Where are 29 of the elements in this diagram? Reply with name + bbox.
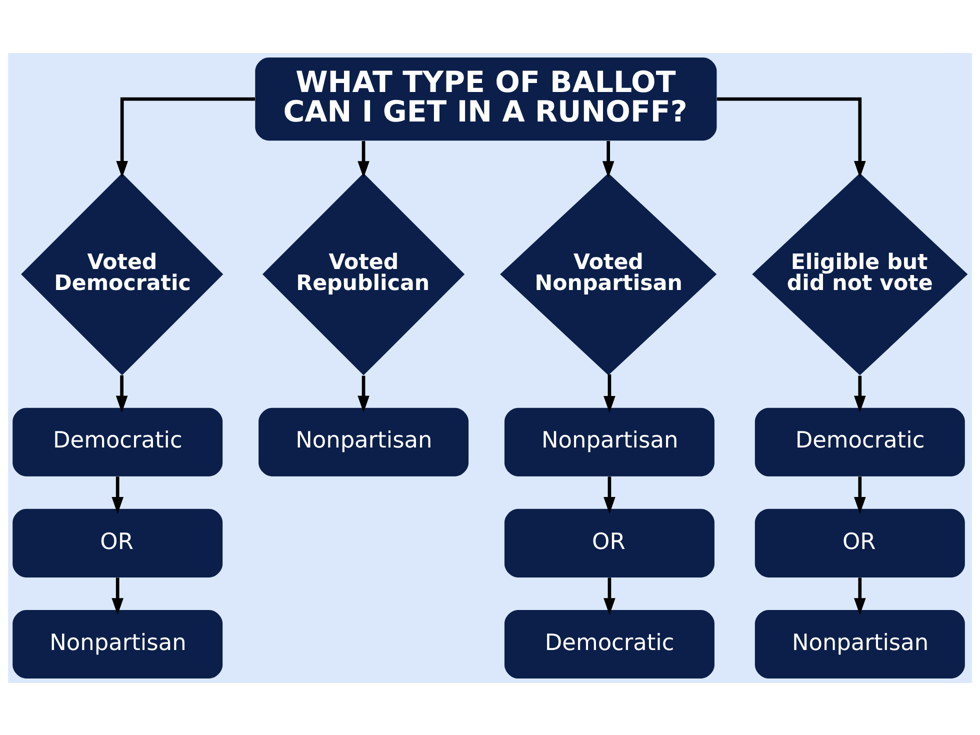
node-box: OR bbox=[12, 508, 223, 577]
arrow bbox=[854, 375, 866, 412]
node-box: Nonpartisan bbox=[504, 407, 714, 476]
arrow bbox=[116, 374, 128, 412]
arrow bbox=[854, 577, 866, 615]
arrow bbox=[604, 577, 616, 615]
node-box: Nonpartisan bbox=[12, 610, 223, 678]
arrow bbox=[116, 96, 255, 178]
node-box: WHAT TYPE OF BALLOT CAN I GET IN A RUNOFF? bbox=[255, 57, 717, 140]
node-box: Democratic bbox=[504, 610, 714, 678]
node-diamond: Voted Republican bbox=[262, 172, 465, 375]
node-box: Nonpartisan bbox=[754, 610, 965, 678]
node-box: Nonpartisan bbox=[258, 407, 469, 476]
arrow bbox=[112, 577, 124, 615]
node-diamond: Voted Nonpartisan bbox=[500, 172, 717, 375]
node-box: Democratic bbox=[754, 407, 965, 476]
arrow bbox=[602, 140, 614, 178]
arrow bbox=[604, 374, 616, 412]
arrow bbox=[854, 476, 866, 514]
node-box: OR bbox=[504, 508, 714, 577]
node-box: Democratic bbox=[12, 407, 223, 476]
arrow bbox=[358, 375, 370, 412]
node-box: OR bbox=[754, 508, 965, 577]
arrow bbox=[112, 476, 124, 514]
node-diamond: Eligible but did not vote bbox=[752, 172, 968, 375]
arrow bbox=[358, 140, 370, 178]
arrow bbox=[604, 476, 616, 514]
node-diamond: Voted Democratic bbox=[21, 172, 224, 375]
arrow bbox=[716, 96, 866, 178]
